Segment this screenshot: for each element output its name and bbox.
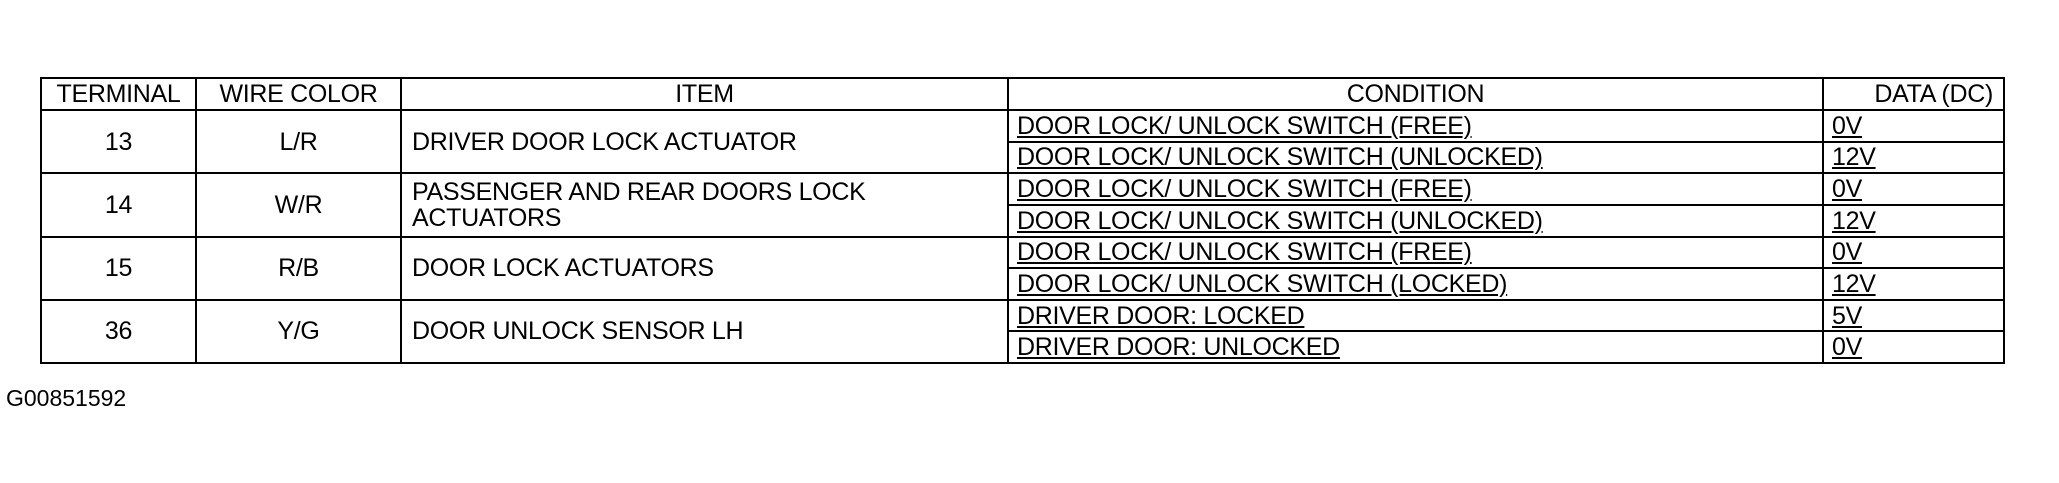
- table-row: DRIVER DOOR: UNLOCKED 0V: [41, 330, 2005, 364]
- wire-color-cell: L/R: [195, 108, 402, 175]
- data-cell: 0V: [1822, 330, 2005, 364]
- data-cell: 5V: [1822, 298, 2005, 333]
- header-item: ITEM: [400, 77, 1009, 111]
- header-condition: CONDITION: [1007, 77, 1824, 111]
- terminal-cell: 14: [40, 172, 197, 238]
- terminal-cell: 36: [40, 298, 197, 365]
- header-data: DATA (DC): [1822, 77, 2005, 111]
- table-header-row: TERMINAL WIRE COLOR ITEM CONDITION DATA …: [40, 77, 2005, 111]
- table-row: 36 Y/G DOOR UNLOCK SENSOR LH DRIVER DOOR…: [40, 298, 2005, 365]
- wire-color-cell: R/B: [195, 235, 402, 301]
- data-cell: 0V: [1822, 109, 2005, 143]
- figure-id: G00851592: [6, 385, 127, 411]
- condition-cell: DOOR LOCK/ UNLOCK SWITCH (FREE): [1007, 109, 1824, 143]
- wire-color-cell: Y/G: [195, 298, 402, 365]
- condition-cell: DOOR LOCK/ UNLOCK SWITCH (FREE): [1007, 235, 1824, 270]
- data-cell: 0V: [1822, 172, 2005, 206]
- data-cell: 12V: [1822, 140, 2005, 175]
- condition-cell: DRIVER DOOR: LOCKED: [1007, 298, 1824, 333]
- item-cell: DOOR LOCK ACTUATORS: [400, 235, 1009, 301]
- table-row: 13 L/R DRIVER DOOR LOCK ACTUATOR DOOR LO…: [40, 108, 2005, 175]
- condition-cell: DOOR LOCK/ UNLOCK SWITCH (UNLOCKED): [1007, 203, 1824, 238]
- header-wire-color: WIRE COLOR: [195, 77, 402, 111]
- table-row: DOOR LOCK/ UNLOCK SWITCH (UNLOCKED) 12V: [41, 203, 2005, 238]
- wire-color-cell: W/R: [195, 172, 402, 238]
- condition-cell: DOOR LOCK/ UNLOCK SWITCH (FREE): [1007, 172, 1824, 206]
- table-row: 15 R/B DOOR LOCK ACTUATORS DOOR LOCK/ UN…: [40, 235, 2005, 301]
- data-cell: 12V: [1822, 267, 2005, 301]
- terminal-data-table: TERMINAL WIRE COLOR ITEM CONDITION DATA …: [40, 77, 2005, 365]
- header-terminal: TERMINAL: [40, 77, 197, 111]
- terminal-cell: 15: [40, 235, 197, 301]
- condition-cell: DRIVER DOOR: UNLOCKED: [1007, 330, 1824, 364]
- item-cell: PASSENGER AND REAR DOORS LOCK ACTUATORS: [400, 172, 1009, 238]
- data-cell: 0V: [1822, 235, 2005, 270]
- item-cell: DRIVER DOOR LOCK ACTUATOR: [400, 108, 1009, 175]
- item-cell: DOOR UNLOCK SENSOR LH: [400, 298, 1009, 365]
- table-row: DOOR LOCK/ UNLOCK SWITCH (UNLOCKED) 12V: [41, 140, 2005, 175]
- table-row: 14 W/R PASSENGER AND REAR DOORS LOCK ACT…: [40, 172, 2005, 238]
- table-row: DOOR LOCK/ UNLOCK SWITCH (LOCKED) 12V: [41, 267, 2005, 301]
- condition-cell: DOOR LOCK/ UNLOCK SWITCH (UNLOCKED): [1007, 140, 1824, 175]
- condition-cell: DOOR LOCK/ UNLOCK SWITCH (LOCKED): [1007, 267, 1824, 301]
- data-cell: 12V: [1822, 203, 2005, 238]
- terminal-cell: 13: [40, 108, 197, 175]
